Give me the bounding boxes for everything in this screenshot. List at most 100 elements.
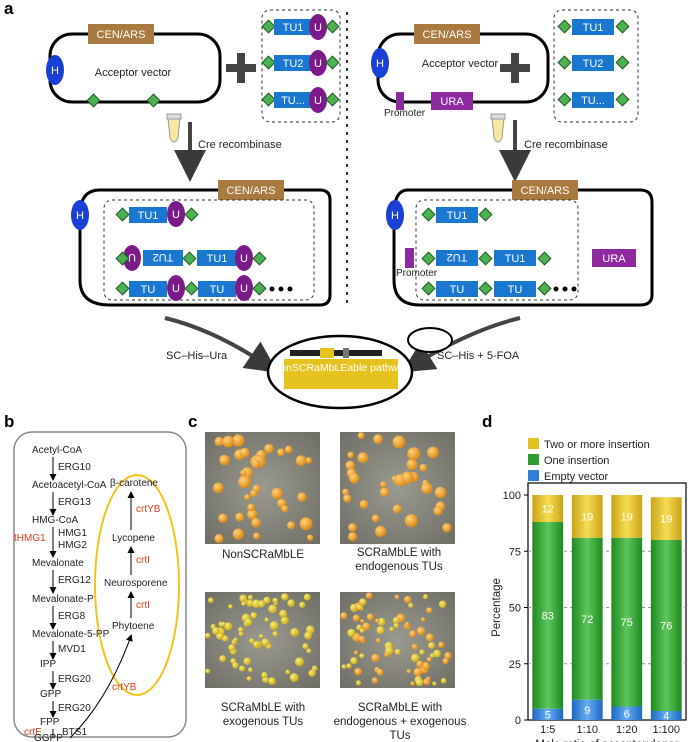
enz-crtyb-1: crtYB — [136, 504, 161, 515]
left-product-tu4: TU — [141, 284, 156, 296]
bar-segment — [611, 706, 643, 720]
colony — [224, 622, 233, 631]
panel-b-letter: b — [4, 412, 14, 431]
right-condition-label: SC–His + 5-FOA — [437, 350, 520, 362]
data-label: 19 — [660, 514, 672, 526]
right-product-tu4: TU — [450, 284, 465, 296]
colony — [359, 653, 365, 659]
colony — [421, 662, 430, 671]
right-selection-arrow — [401, 316, 521, 373]
colony — [222, 635, 229, 642]
colony — [271, 487, 283, 500]
bar-segment — [611, 495, 643, 538]
left-product-tu3: TU1 — [207, 253, 228, 265]
colony — [279, 609, 288, 618]
colony — [375, 638, 381, 643]
stacked-bar-chart: 0255075100583121:5972191:10675191:204761… — [491, 438, 687, 742]
colony — [426, 676, 431, 682]
colony — [377, 617, 386, 626]
colony — [413, 667, 423, 677]
colony — [294, 657, 304, 667]
left-tube-icon — [166, 113, 182, 143]
right-product-tu1: TU1 — [447, 210, 468, 222]
left-h-marker: H — [51, 65, 59, 77]
bar-segment — [571, 699, 603, 720]
left-donor-tu3: TU... — [281, 95, 305, 107]
colony — [239, 665, 246, 672]
colony — [401, 471, 414, 484]
colony — [408, 602, 414, 608]
colony — [299, 517, 313, 531]
colony — [239, 594, 247, 603]
bar-segment — [532, 708, 564, 720]
enz-erg10: ERG10 — [58, 462, 91, 473]
colony — [247, 503, 255, 512]
colony — [409, 630, 417, 638]
enz-erg12: ERG12 — [58, 575, 91, 586]
y-tick-label: 50 — [509, 603, 521, 615]
result-cell — [266, 327, 453, 410]
colony — [357, 604, 363, 611]
colony — [430, 653, 435, 658]
colony — [347, 451, 354, 459]
colony — [347, 628, 356, 637]
right-product-tu2: TU2 — [447, 251, 468, 263]
colony — [232, 528, 244, 540]
left-plus-icon — [226, 53, 256, 83]
legend-label: One insertion — [544, 455, 609, 467]
bar-segment — [650, 540, 682, 711]
colony — [243, 657, 251, 665]
colony — [241, 601, 246, 606]
colony — [420, 617, 426, 622]
right-product-h: H — [391, 210, 399, 222]
legend-swatch — [528, 470, 539, 481]
colony — [438, 600, 447, 608]
colony — [426, 607, 433, 614]
colony — [238, 631, 244, 637]
right-product-tu3: TU1 — [505, 253, 526, 265]
colony — [218, 513, 228, 523]
colony — [214, 533, 224, 544]
colony — [263, 596, 271, 604]
colony — [228, 644, 236, 652]
left-vector-label: Acceptor vector — [95, 67, 172, 79]
colony — [299, 601, 306, 608]
colony — [264, 617, 269, 622]
colony — [379, 487, 390, 497]
colony — [253, 532, 260, 540]
colony — [292, 631, 297, 636]
enz-erg13: ERG13 — [58, 497, 91, 508]
plate-photos — [205, 432, 455, 688]
colony — [289, 673, 299, 682]
colony — [415, 678, 424, 687]
bar-segment — [571, 537, 603, 700]
colony — [434, 486, 447, 499]
colony — [392, 435, 406, 449]
colony — [252, 599, 261, 608]
colony — [357, 452, 369, 464]
panel-a-letter: a — [4, 0, 14, 18]
colony — [219, 655, 227, 663]
right-tube-icon — [490, 113, 506, 143]
data-label: 12 — [542, 504, 554, 516]
colony — [295, 455, 307, 466]
car-phytoene: Phytoene — [112, 621, 155, 632]
right-acceptor-vector: CEN/ARS H Acceptor vector Promoter URA — [371, 24, 550, 119]
colony — [343, 494, 352, 503]
data-label: 75 — [621, 617, 633, 629]
colony — [304, 631, 312, 640]
colony — [407, 447, 421, 461]
enz-crte: crtE — [24, 727, 42, 738]
colony — [235, 512, 245, 522]
bar-segment — [532, 495, 564, 522]
colony — [212, 482, 224, 494]
colony — [228, 604, 233, 609]
left-product-u5: U — [240, 283, 248, 295]
colony — [433, 649, 441, 658]
colony — [359, 499, 369, 509]
left-product-h: H — [76, 210, 84, 222]
left-donor-tus: TU1 U TU2 U TU... U — [261, 9, 341, 123]
car-beta-carotene: β-carotene — [110, 478, 158, 489]
colony — [392, 504, 402, 514]
left-product-u4: U — [172, 283, 180, 295]
